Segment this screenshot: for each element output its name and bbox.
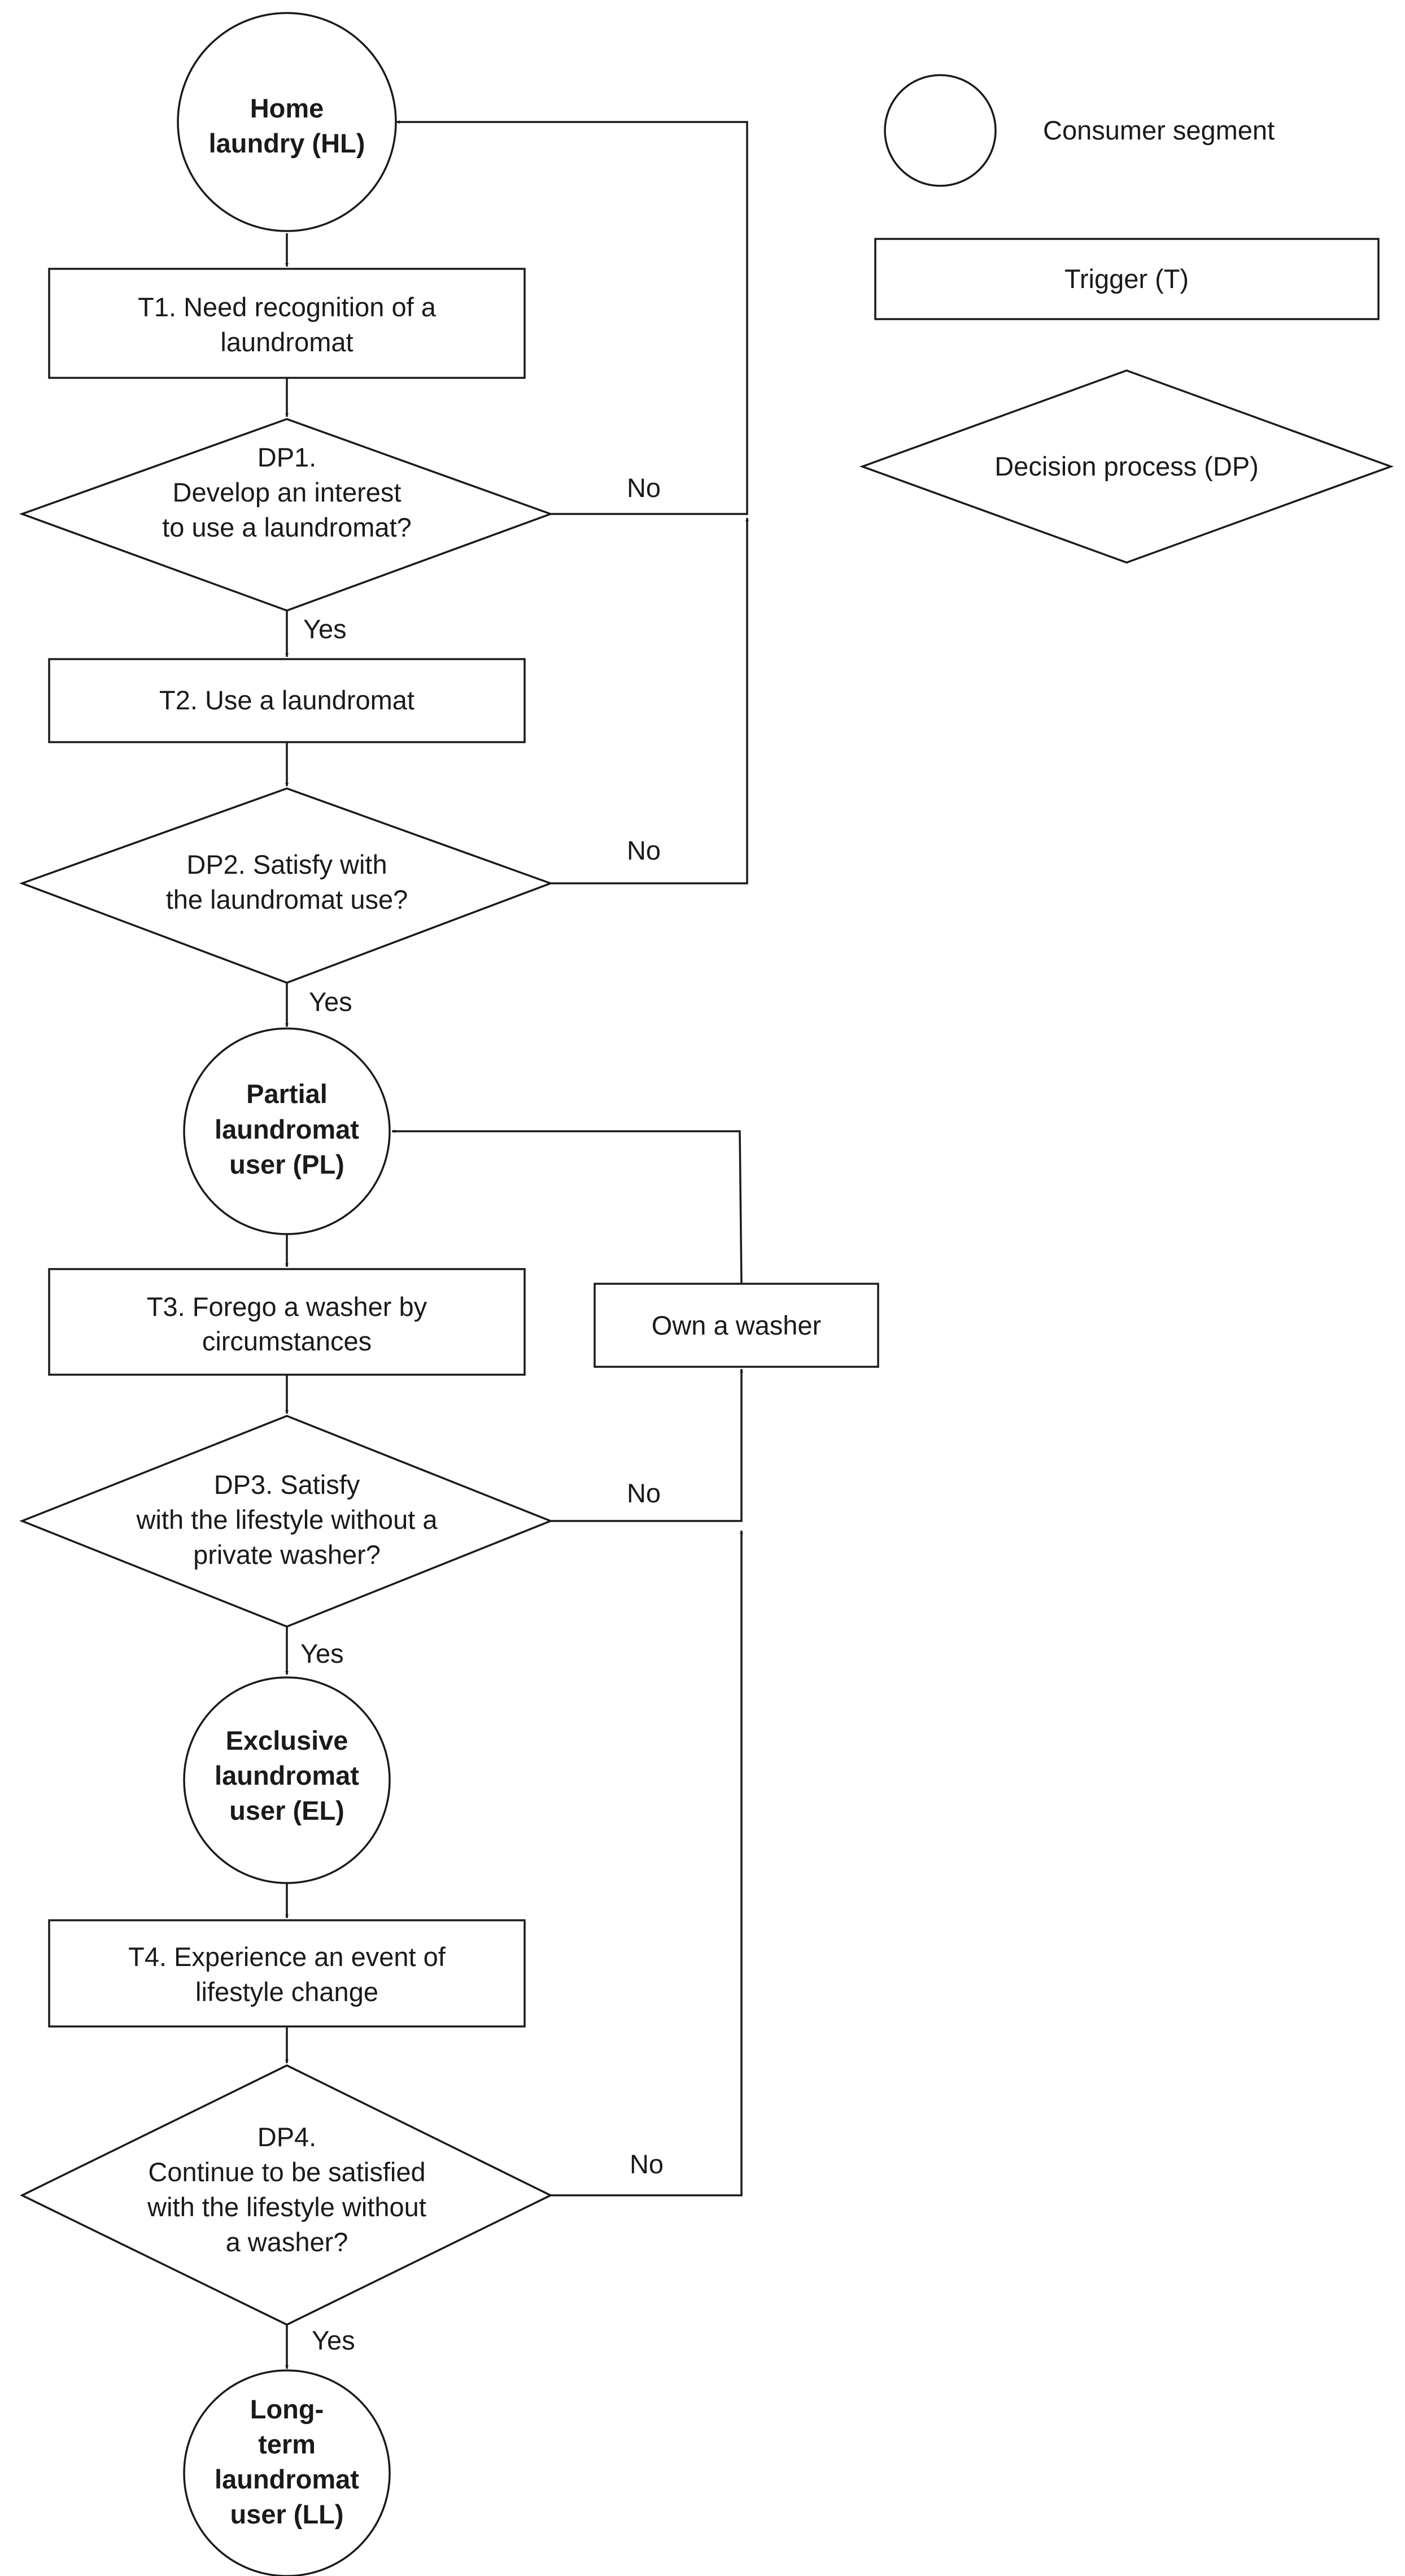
node-label-line: the laundromat use? <box>166 884 408 914</box>
legend-trigger: Trigger (T) <box>874 238 1380 320</box>
node-label-line: Develop an interest <box>173 477 402 507</box>
node-label-line: DP4. <box>258 2122 317 2152</box>
dp2-no-label: No <box>627 835 661 865</box>
node-label-line: T2. Use a laundromat <box>159 685 414 715</box>
node-label-line: Continue to be satisfied <box>148 2157 425 2187</box>
dp3-no-label: No <box>627 1478 661 1508</box>
node-decision-dp2: DP2. Satisfy with the laundromat use? <box>19 787 554 984</box>
node-own-a-washer: Own a washer <box>594 1283 879 1368</box>
node-label-line: laundromat <box>215 2464 359 2494</box>
node-label-line: T3. Forego a washer by <box>147 1292 427 1322</box>
edge-dp3-no-to-own-washer <box>551 1369 743 1522</box>
node-label-line: user (PL) <box>229 1149 344 1179</box>
legend-rectangle-swatch <box>874 238 1380 320</box>
node-label-line: user (EL) <box>229 1795 344 1825</box>
legend-decision-process-label: Decision process (DP) <box>994 451 1259 481</box>
legend-circle-swatch <box>884 74 997 187</box>
node-decision-dp3: DP3. Satisfy with the lifestyle without … <box>19 1415 553 1628</box>
node-label-line: T1. Need recognition of a <box>138 292 437 322</box>
node-label-line: DP2. Satisfy with <box>186 849 387 879</box>
node-trigger-t3: T3. Forego a washer by circumstances <box>48 1268 526 1376</box>
node-label-line: Own a washer <box>652 1310 821 1340</box>
node-label-line: laundromat <box>215 1114 359 1144</box>
legend-decision-process: Decision process (DP) <box>859 369 1394 564</box>
connectors <box>285 120 749 2369</box>
edge-dp2-no-to-merge <box>551 518 749 884</box>
edge-own-washer-to-pl <box>392 1130 743 1284</box>
node-trigger-t4: T4. Experience an event of lifestyle cha… <box>48 1919 526 2028</box>
node-label-line: circumstances <box>202 1326 372 1356</box>
node-label-line: to use a laundromat? <box>162 512 412 542</box>
node-partial-laundromat-user: Partial laundromat user (PL) <box>183 1027 391 1235</box>
legend-consumer-segment-label: Consumer segment <box>1043 115 1275 145</box>
node-label-line: Exclusive <box>226 1725 348 1755</box>
node-label-line: Long- <box>250 2394 324 2424</box>
node-label-line: DP1. <box>258 442 317 472</box>
edge-dp4-no-to-merge <box>551 1531 743 2196</box>
node-label-line: T4. Experience an event of <box>128 1942 446 1972</box>
dp2-yes-label: Yes <box>309 987 352 1017</box>
node-label-line: laundromat <box>220 327 353 357</box>
legend: Consumer segment Trigger (T) Decision pr… <box>859 74 1394 564</box>
dp1-no-label: No <box>627 473 661 503</box>
node-label-line: a washer? <box>226 2227 348 2257</box>
node-label-line: with the lifestyle without <box>147 2192 426 2222</box>
node-decision-dp4: DP4. Continue to be satisfied with the l… <box>20 2064 553 2326</box>
node-trigger-t1: T1. Need recognition of a laundromat <box>48 268 526 379</box>
dp4-no-label: No <box>630 2149 664 2179</box>
node-label-line: user (LL) <box>230 2499 343 2529</box>
node-exclusive-laundromat-user: Exclusive laundromat user (EL) <box>183 1676 391 1884</box>
node-label-line: with the lifestyle without a <box>136 1505 438 1535</box>
node-label-line: lifestyle change <box>195 1977 378 2007</box>
node-label-line: laundry (HL) <box>209 128 365 158</box>
legend-consumer-segment: Consumer segment <box>884 74 1275 187</box>
dp4-yes-label: Yes <box>312 2325 355 2355</box>
node-label-line: DP3. Satisfy <box>214 1470 360 1500</box>
edge-dp1-no-to-hl <box>396 120 748 515</box>
legend-diamond-swatch <box>859 369 1394 564</box>
node-label-line: laundromat <box>215 1760 359 1790</box>
node-label-line: private washer? <box>193 1540 381 1570</box>
edge-labels: No Yes No Yes No Yes No Yes <box>300 473 664 2355</box>
node-label-line: term <box>258 2429 316 2459</box>
node-trigger-t2: T2. Use a laundromat <box>48 658 526 743</box>
legend-trigger-label: Trigger (T) <box>1064 264 1189 294</box>
dp3-yes-label: Yes <box>300 1638 344 1668</box>
node-decision-dp1: DP1. Develop an interest to use a laundr… <box>19 418 554 612</box>
dp1-yes-label: Yes <box>303 614 347 644</box>
node-long-term-laundromat-user: Long- term laundromat user (LL) <box>183 2369 391 2576</box>
node-label-line: Partial <box>246 1079 328 1109</box>
node-label-line: Home <box>250 93 324 123</box>
nodes: Home laundry (HL) T1. Need recognition o… <box>19 12 879 2576</box>
node-home-laundry: Home laundry (HL) <box>177 12 397 232</box>
